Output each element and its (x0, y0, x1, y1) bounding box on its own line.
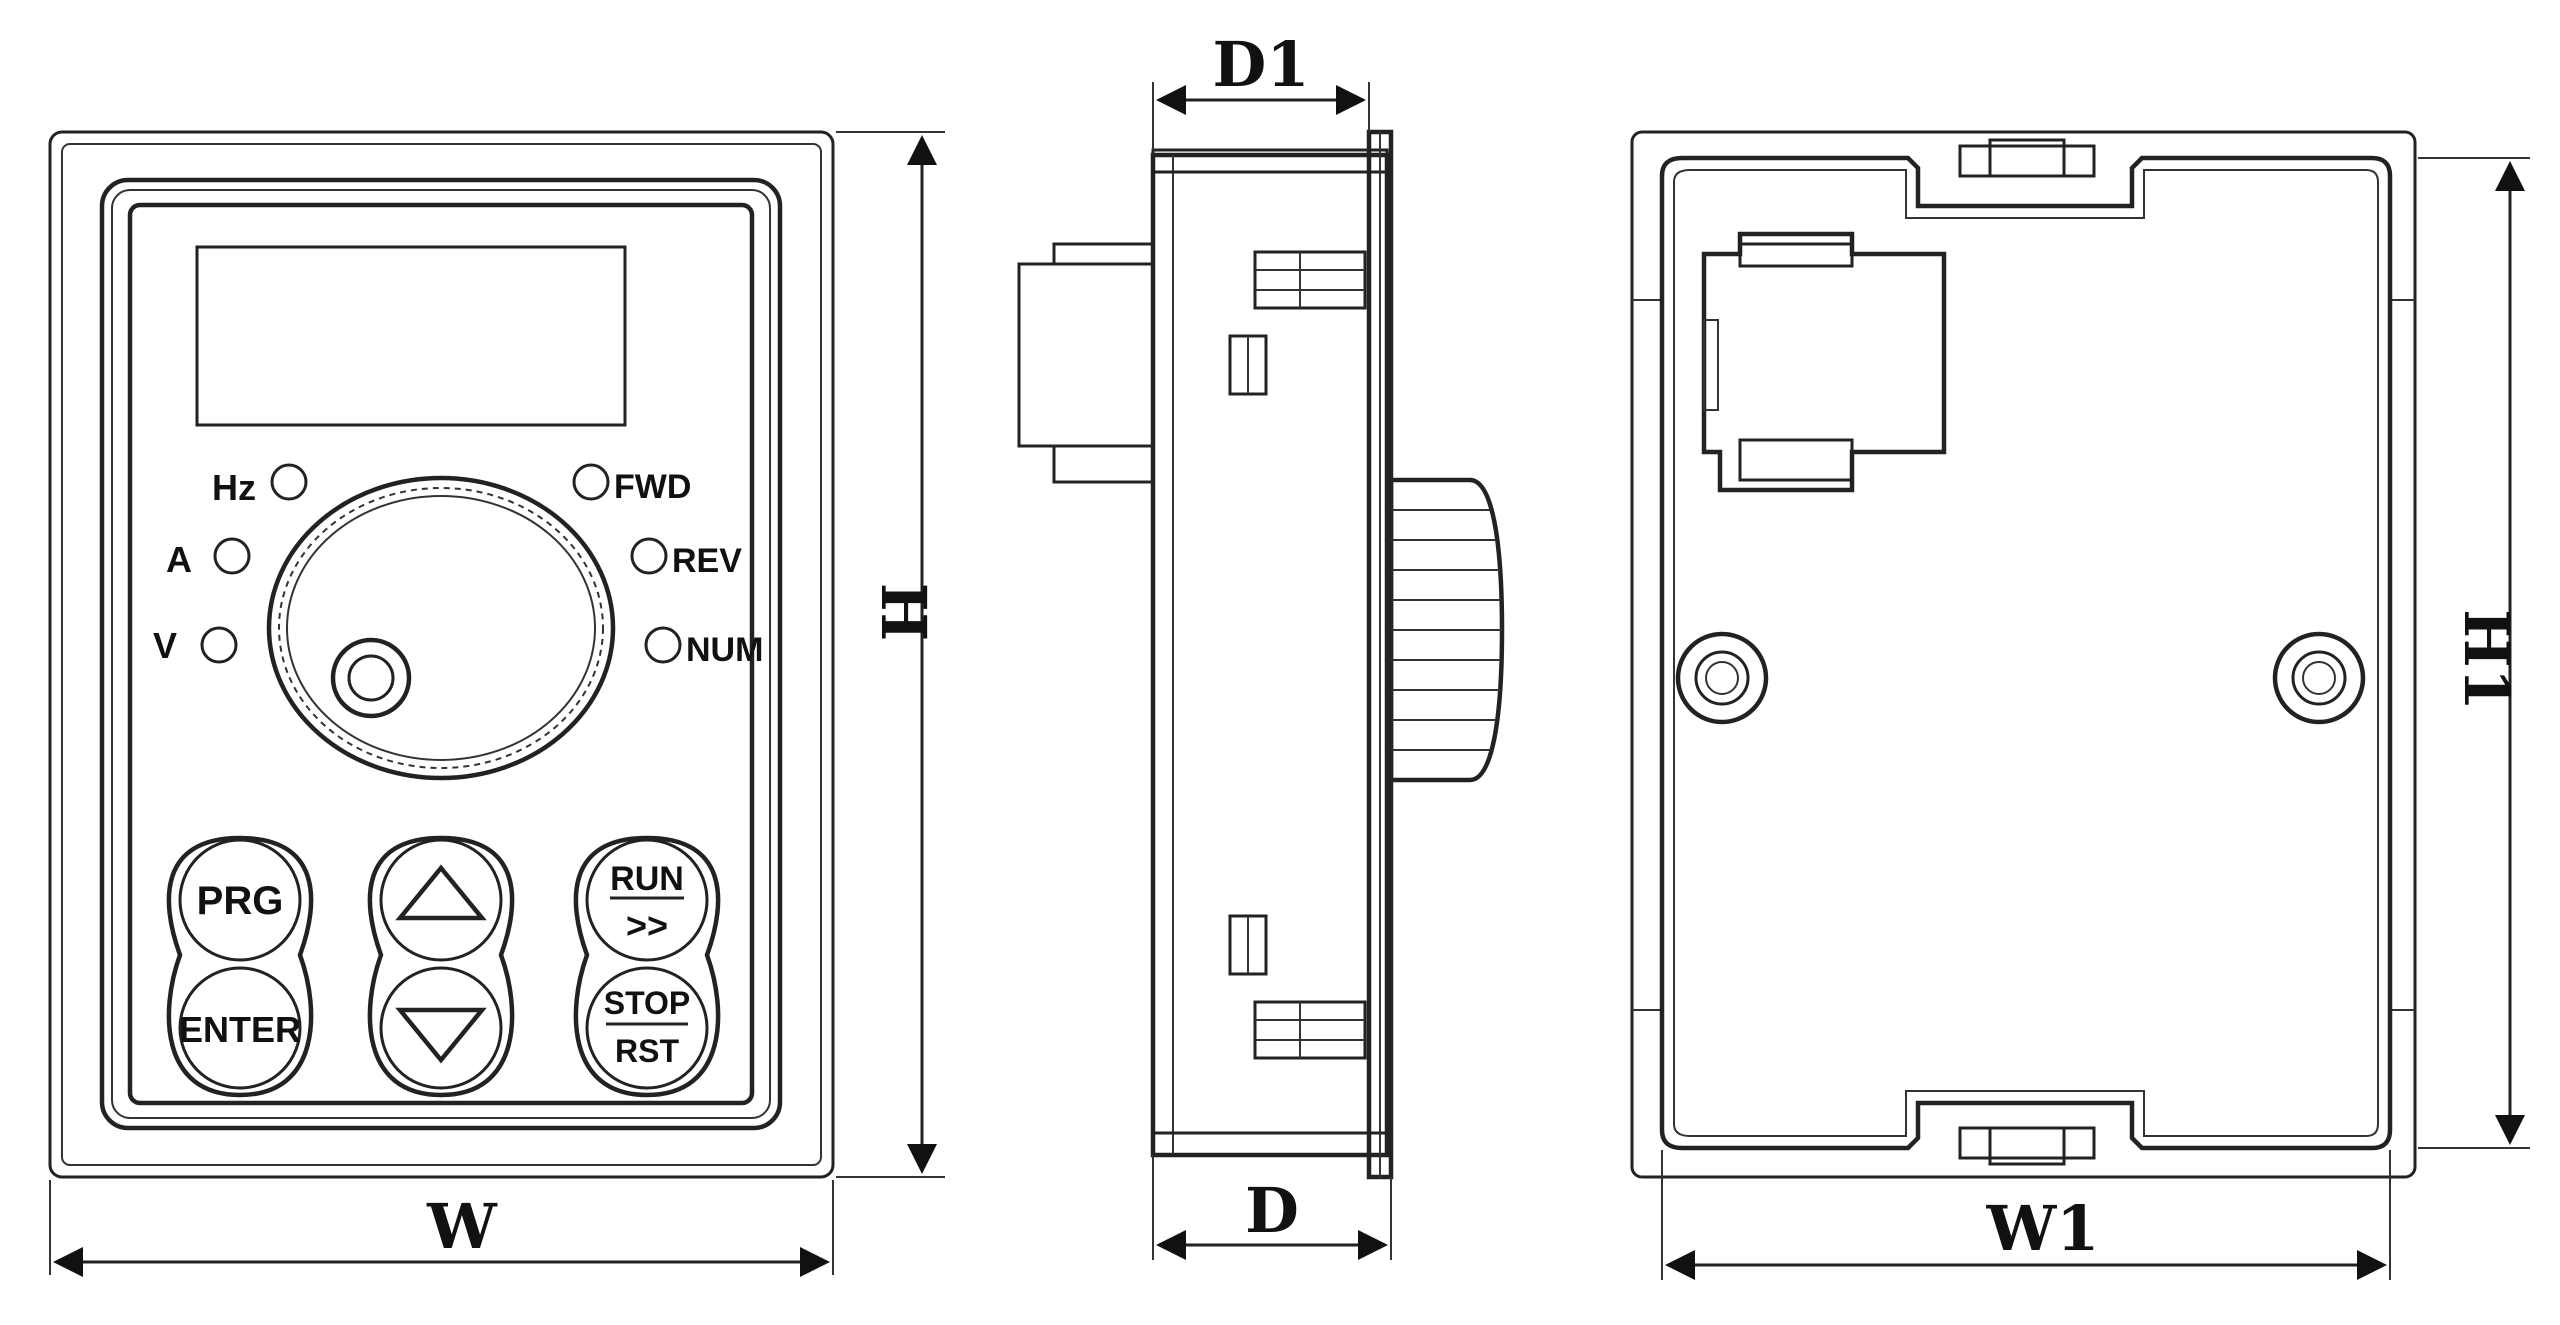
enter-button-label: ENTER (179, 1009, 301, 1050)
run-button[interactable]: RUN >> (585, 838, 709, 962)
side-knob (1388, 477, 1505, 783)
back-latch-top (1958, 138, 2096, 178)
back-height-label: H1 (2450, 609, 2523, 711)
front-width-label: W (426, 1190, 498, 1263)
run-arrows-icon: >> (626, 905, 668, 946)
prg-button-label: PRG (197, 879, 284, 923)
indicator-led-fwd (572, 463, 610, 501)
front-housing (48, 130, 835, 1179)
side-connector (1017, 242, 1155, 484)
indicator-led-a (213, 537, 251, 575)
back-connector-port (1701, 231, 1947, 493)
indicator-label-v: V (153, 625, 177, 666)
mounting-hole-left (1675, 631, 1769, 725)
front-view: Hz A V FWD REV NUM PRG ENTER (48, 130, 945, 1277)
potentiometer-knob[interactable] (266, 475, 616, 781)
back-inner-frame (1659, 155, 2393, 1151)
side-body (1150, 152, 1390, 1158)
side-clip-bottom (1253, 1000, 1367, 1060)
prg-button[interactable] (178, 838, 302, 962)
run-stop-keypad: RUN >> STOP RST (573, 835, 721, 1098)
up-down-keypad (367, 835, 515, 1098)
back-housing (1630, 130, 2417, 1179)
mounting-hole-right (2272, 631, 2366, 725)
indicator-led-hz (270, 463, 308, 501)
indicator-led-v (200, 626, 238, 664)
reset-button-label: RST (615, 1033, 679, 1069)
indicator-led-num (644, 626, 682, 664)
stop-button-label: STOP (604, 985, 691, 1021)
back-width-label: W1 (1986, 1192, 2100, 1265)
side-view: D1 D (1017, 28, 1505, 1260)
side-clip-top (1253, 250, 1367, 310)
stop-reset-button[interactable]: STOP RST (585, 966, 709, 1090)
down-button[interactable] (379, 966, 503, 1090)
down-arrow-icon (395, 1007, 487, 1064)
display-window (195, 245, 627, 427)
indicator-label-rev: REV (672, 542, 742, 580)
front-panel (127, 202, 755, 1106)
run-button-label: RUN (610, 860, 684, 898)
prg-enter-keypad: PRG ENTER (166, 835, 314, 1098)
back-latch-bottom (1958, 1126, 2096, 1166)
side-depth-top-label: D1 (1213, 28, 1310, 101)
side-depth-bottom-label: D (1245, 1174, 1299, 1247)
up-button[interactable] (379, 838, 503, 962)
enter-button[interactable] (178, 966, 302, 1090)
indicator-label-num: NUM (686, 631, 763, 669)
up-arrow-icon (395, 864, 487, 921)
indicator-label-a: A (166, 539, 192, 580)
indicator-label-fwd: FWD (614, 468, 691, 506)
indicator-label-hz: Hz (212, 467, 256, 508)
front-height-label: H (867, 583, 940, 642)
front-bezel (99, 177, 783, 1131)
back-view: W1 H1 (1630, 130, 2530, 1280)
indicator-led-rev (630, 537, 668, 575)
